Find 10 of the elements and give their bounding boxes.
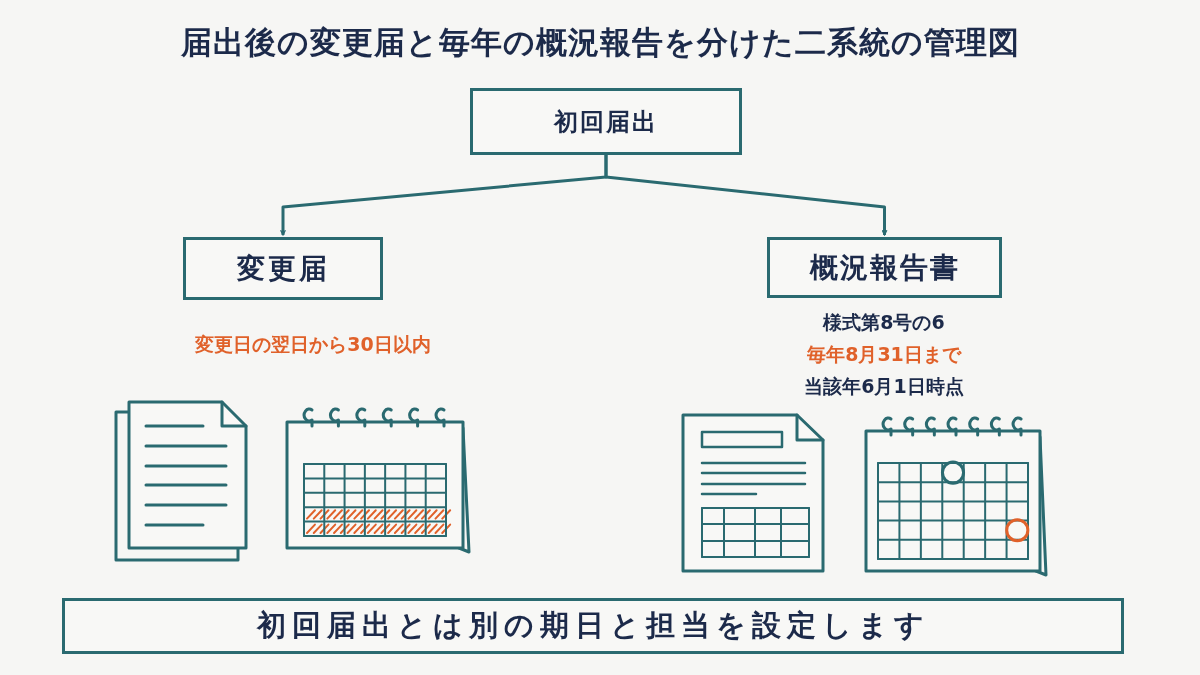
note: 毎年8月31日まで [807, 342, 961, 367]
title: 届出後の変更届と毎年の概況報告を分けた二系統の管理図 [179, 23, 1021, 62]
note: 様式第8号の6 [823, 310, 945, 335]
banner: 初回届出とは別の期日と担当を設定します [62, 598, 1124, 654]
note: 変更日の翌日から30日以内 [195, 332, 431, 357]
note: 当該年6月1日時点 [804, 374, 964, 399]
process-box: 変更届 [183, 237, 383, 300]
process-box: 初回届出 [470, 88, 742, 155]
process-box: 概況報告書 [767, 237, 1002, 298]
arrow [604, 155, 888, 236]
